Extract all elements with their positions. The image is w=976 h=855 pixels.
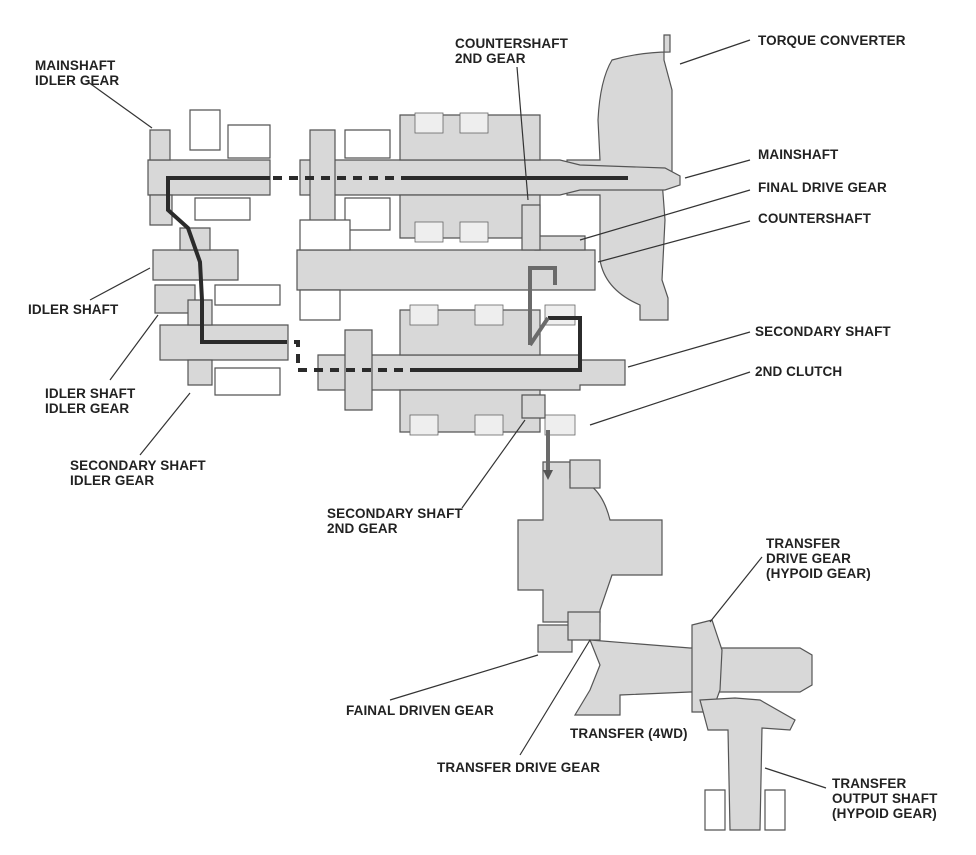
transfer-output-shaft bbox=[699, 697, 796, 831]
countershaft bbox=[296, 249, 596, 291]
secondary-shaft-idler-gear bbox=[187, 359, 213, 386]
label-transfer-drive-gear: TRANSFER DRIVE GEAR bbox=[437, 760, 601, 775]
power-flow-idler-path bbox=[166, 176, 278, 344]
mainshaft-clutch-pack-2 bbox=[459, 112, 489, 134]
label-countershaft: COUNTERSHAFT bbox=[758, 211, 871, 226]
label-idler-shaft: IDLER SHAFT bbox=[28, 302, 119, 317]
flow-arrow-down bbox=[543, 470, 553, 480]
label-secondary-shaft-2nd-gear: SECONDARY SHAFT 2ND GEAR bbox=[327, 506, 463, 536]
label-torque-converter: TORQUE CONVERTER bbox=[758, 33, 906, 48]
label-final-driven-gear: FAINAL DRIVEN GEAR bbox=[346, 703, 494, 718]
label-secondary-shaft: SECONDARY SHAFT bbox=[755, 324, 891, 339]
mainshaft-clutch-pack-4 bbox=[459, 221, 489, 243]
transfer-drive-hypoid-gear bbox=[691, 619, 723, 713]
label-2nd-clutch: 2ND CLUTCH bbox=[755, 364, 843, 379]
transfer-drive-gear bbox=[567, 611, 601, 641]
label-final-drive-gear: FINAL DRIVE GEAR bbox=[758, 180, 887, 195]
second-clutch-upper bbox=[544, 304, 576, 326]
final-drive-gear bbox=[534, 235, 586, 251]
secondary-clutch-pack-3 bbox=[409, 414, 439, 436]
mainshaft-idler-gear bbox=[149, 129, 171, 161]
label-transfer-4wd: TRANSFER (4WD) bbox=[570, 726, 688, 741]
secondary-clutch-pack-1 bbox=[409, 304, 439, 326]
final-driven-gear bbox=[537, 624, 573, 653]
secondary-clutch-pack-4 bbox=[474, 414, 504, 436]
label-transfer-output-shaft: TRANSFER OUTPUT SHAFT (HYPOID GEAR) bbox=[832, 776, 938, 821]
countershaft-2nd-gear bbox=[521, 204, 541, 251]
secondary-shaft-2nd-gear bbox=[521, 394, 546, 419]
mainshaft-clutch-pack-3 bbox=[414, 221, 444, 243]
secondary-clutch-pack-2 bbox=[474, 304, 504, 326]
label-mainshaft-idler-gear: MAINSHAFT IDLER GEAR bbox=[35, 58, 120, 88]
label-mainshaft: MAINSHAFT bbox=[758, 147, 839, 162]
label-countershaft-2nd-gear: COUNTERSHAFT 2ND GEAR bbox=[455, 36, 568, 66]
second-clutch-lower bbox=[544, 414, 576, 436]
label-idler-shaft-idler-gear: IDLER SHAFT IDLER GEAR bbox=[45, 386, 136, 416]
mainshaft-clutch-pack-1 bbox=[414, 112, 444, 134]
power-flow-secondary bbox=[415, 316, 582, 372]
power-flow-2nd-gear bbox=[528, 266, 557, 470]
label-transfer-drive-gear-hypoid: TRANSFER DRIVE GEAR (HYPOID GEAR) bbox=[766, 536, 871, 581]
power-flow-idler-dashed bbox=[278, 340, 415, 372]
label-secondary-shaft-idler-gear: SECONDARY SHAFT IDLER GEAR bbox=[70, 458, 206, 488]
